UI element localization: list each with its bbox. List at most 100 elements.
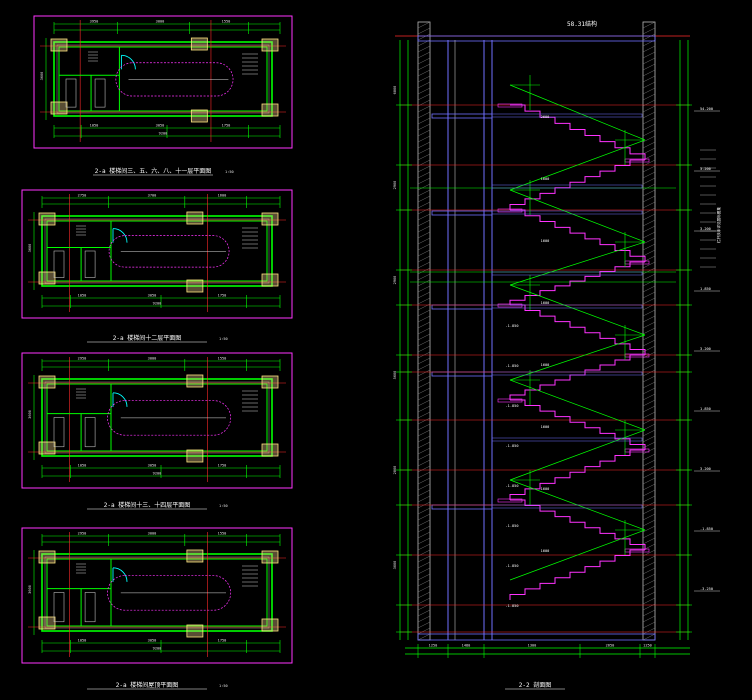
wall-hatch — [417, 363, 431, 371]
plan-caption: 2-a 楼梯间十二层平面图 — [113, 334, 181, 342]
handrail — [509, 284, 646, 336]
wall-hatch — [642, 567, 656, 575]
wall-hatch — [642, 309, 656, 317]
wall-finish — [44, 381, 270, 454]
wall-hatch — [642, 75, 656, 83]
dimension-text: 3050 — [148, 639, 157, 643]
wall-hatch — [642, 69, 656, 77]
structural-column — [261, 212, 279, 226]
wall-hatch — [417, 297, 431, 305]
wall-hatch — [642, 615, 656, 623]
wall-hatch — [642, 333, 656, 341]
wall-hatch — [417, 453, 431, 461]
level-mark-right: 54.200 — [700, 107, 713, 111]
shaft-opening — [94, 78, 106, 108]
dimension-side: 3600 — [28, 585, 32, 594]
structural-column — [38, 550, 56, 564]
roof-level-label: 58.31结构 — [567, 20, 597, 28]
landing-label: 2600 — [541, 115, 550, 119]
wall-hatch — [642, 135, 656, 143]
outer-wall — [41, 553, 273, 632]
dimension-text: 1600 — [218, 194, 227, 198]
dimension-text-left: 3000 — [393, 561, 397, 570]
wall-hatch — [417, 489, 431, 497]
plan-scale: 1:50 — [219, 504, 228, 508]
landing-label: 1600 — [541, 549, 550, 553]
landing-slab — [491, 210, 643, 215]
dimension-text: 2750 — [78, 194, 87, 198]
wall-hatch — [642, 399, 656, 407]
dimension-text-left: 2900 — [393, 181, 397, 190]
wall-hatch — [417, 183, 431, 191]
level-mark-right: 3.200 — [700, 467, 711, 471]
wall-hatch — [642, 201, 656, 209]
landing-slab — [491, 113, 643, 118]
wall-hatch — [417, 249, 431, 257]
door-swing — [112, 392, 128, 407]
wall-hatch — [642, 147, 656, 155]
level-mark-left: -1.850 — [506, 324, 519, 328]
dimension-text: 3950 — [90, 20, 99, 24]
handrail — [509, 189, 646, 243]
wall-hatch — [642, 459, 656, 467]
wall-hatch — [642, 561, 656, 569]
dimension-text: 1050 — [78, 294, 87, 298]
landing-slab — [491, 271, 643, 276]
wall-hatch — [417, 123, 431, 131]
wall-hatch — [417, 255, 431, 263]
wall-hatch — [417, 291, 431, 299]
stair-path — [107, 575, 232, 611]
wall-hatch — [642, 429, 656, 437]
wall-hatch — [642, 507, 656, 515]
dimension-text: 1550 — [218, 357, 227, 361]
wall-hatch — [417, 267, 431, 275]
wall-hatch — [642, 123, 656, 131]
outer-wall — [41, 215, 273, 287]
wall-hatch — [642, 207, 656, 215]
wall-hatch — [417, 633, 431, 641]
wall-hatch — [642, 213, 656, 221]
structural-column — [261, 550, 279, 564]
wall-hatch — [642, 405, 656, 413]
landing-slab — [491, 304, 643, 309]
level-mark-right: 3.200 — [700, 347, 711, 351]
wall-hatch — [642, 51, 656, 59]
wall-hatch — [642, 171, 656, 179]
stair-flight — [510, 304, 646, 355]
stair-path — [107, 400, 232, 436]
stair-flight — [510, 104, 646, 160]
structural-column — [38, 271, 56, 285]
stair-landing — [497, 208, 523, 213]
wall-hatch — [417, 315, 431, 323]
wall-hatch — [642, 363, 656, 371]
wall-hatch — [417, 261, 431, 269]
landing-label: 1600 — [541, 177, 550, 181]
stair-flight — [509, 261, 645, 305]
wall-hatch — [417, 435, 431, 443]
wall-hatch — [642, 525, 656, 533]
wall-hatch — [417, 195, 431, 203]
plan-frame — [21, 189, 293, 319]
plan-frame — [33, 15, 293, 149]
level-mark-right: -3.250 — [700, 587, 713, 591]
door-swing — [121, 54, 136, 70]
level-mark-left: -1.850 — [506, 364, 519, 368]
structural-column — [186, 624, 204, 638]
handrail — [509, 241, 646, 286]
dimension-text: 3050 — [148, 294, 157, 298]
wall-hatch — [417, 579, 431, 587]
wall-hatch — [642, 261, 656, 269]
wall-hatch — [642, 357, 656, 365]
wall-hatch — [417, 141, 431, 149]
dimension-text: 2950 — [78, 532, 87, 536]
structural-column — [261, 38, 279, 52]
wall-hatch — [642, 471, 656, 479]
stair-landing — [497, 498, 523, 503]
plan-scale: 1:50 — [219, 684, 228, 688]
wall-hatch — [417, 51, 431, 59]
plan-caption: 2-a 楼梯间十三、十四层平面图 — [104, 501, 190, 509]
wall-hatch — [417, 21, 431, 29]
wall-hatch — [417, 357, 431, 365]
dimension-text: 3050 — [148, 464, 157, 468]
